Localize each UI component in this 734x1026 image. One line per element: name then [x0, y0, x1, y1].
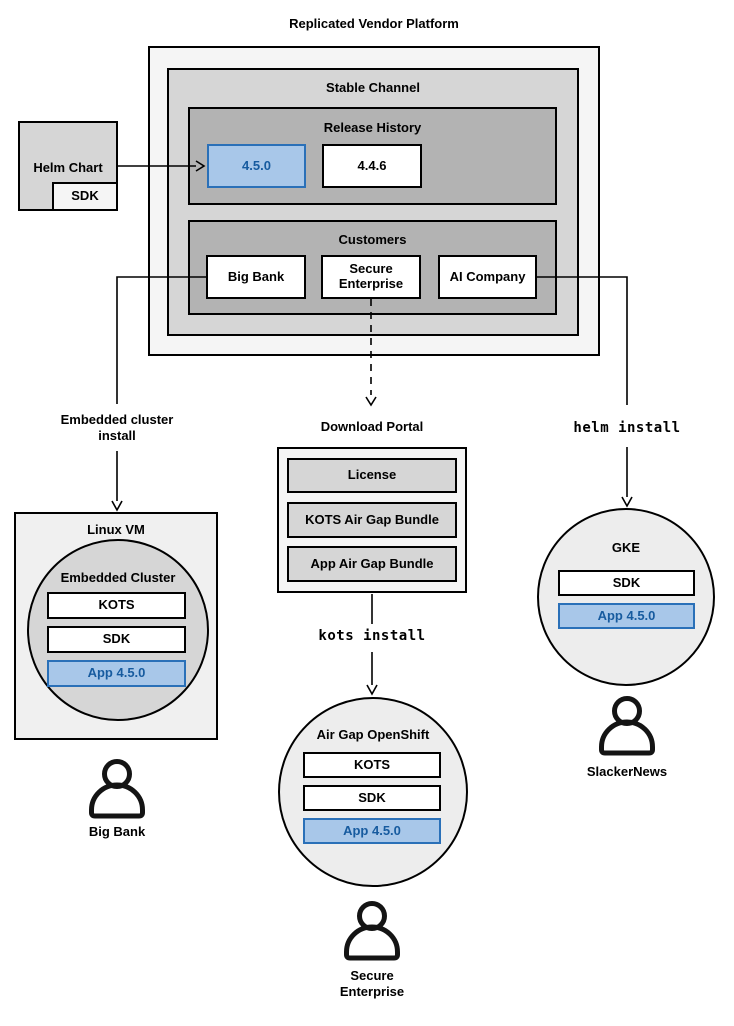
release-version-446-box: 4.4.6	[322, 144, 422, 188]
release-version-450-box: 4.5.0	[207, 144, 306, 188]
customer-big-bank-label: Big Bank	[227, 268, 285, 284]
openshift-sdk-label: SDK	[358, 789, 386, 805]
slackernews-user-label: SlackerNews	[586, 764, 668, 779]
edge-label-helm-install: helm install	[573, 420, 681, 436]
embedded-cluster-label: Embedded Cluster	[60, 570, 176, 585]
gke-circle: GKE	[537, 508, 715, 686]
gke-label: GKE	[611, 540, 641, 555]
helm-chart-sdk-box: SDK	[52, 182, 118, 211]
customer-big-bank-box: Big Bank	[206, 255, 306, 299]
air-gap-openshift-label: Air Gap OpenShift	[316, 727, 430, 742]
release-version-446-label: 4.4.6	[357, 157, 387, 173]
openshift-app-label: App 4.5.0	[343, 822, 401, 838]
edge-label-embedded-cluster-install: Embedded cluster install	[60, 412, 174, 444]
secure-enterprise-user-icon	[344, 901, 400, 961]
customer-secure-enterprise-label: Secure Enterprise	[338, 261, 404, 291]
diagram-title: Replicated Vendor Platform	[289, 16, 459, 31]
stable-channel-label: Stable Channel	[326, 80, 420, 95]
gke-sdk-label: SDK	[612, 574, 641, 590]
big-bank-user-label: Big Bank	[88, 824, 146, 839]
portal-item-license: License	[287, 458, 457, 493]
embedded-cluster-app-label: App 4.5.0	[87, 665, 146, 681]
big-bank-user-icon	[89, 759, 145, 819]
arrowhead-big-bank	[111, 500, 123, 512]
secure-enterprise-user-label: Secure Enterprise	[339, 968, 405, 1000]
customer-secure-enterprise-box: Secure Enterprise	[321, 255, 421, 299]
arrowhead-secure-enterprise	[365, 396, 377, 407]
download-portal-label: Download Portal	[320, 419, 424, 434]
helm-chart-label: Helm Chart	[33, 160, 103, 175]
gke-app-label: App 4.5.0	[597, 607, 656, 623]
portal-item-kots-bundle: KOTS Air Gap Bundle	[287, 502, 457, 538]
portal-item-app-bundle: App Air Gap Bundle	[287, 546, 457, 582]
gke-app-box: App 4.5.0	[558, 603, 695, 629]
arrowhead-ai-company	[621, 496, 633, 508]
release-history-label: Release History	[323, 120, 422, 135]
portal-item-kots-bundle-label: KOTS Air Gap Bundle	[305, 511, 439, 527]
release-version-450-label: 4.5.0	[242, 157, 271, 173]
slackernews-user-icon	[599, 696, 655, 756]
openshift-kots-box: KOTS	[303, 752, 441, 778]
edge-label-kots-install: kots install	[318, 628, 426, 644]
portal-item-app-bundle-label: App Air Gap Bundle	[310, 555, 434, 571]
customers-label: Customers	[338, 232, 407, 247]
helm-chart-sdk-label: SDK	[71, 188, 99, 204]
gke-sdk-box: SDK	[558, 570, 695, 596]
embedded-cluster-sdk-label: SDK	[102, 631, 131, 647]
user-body	[344, 924, 400, 961]
openshift-app-box: App 4.5.0	[303, 818, 441, 844]
portal-item-license-label: License	[347, 467, 397, 483]
embedded-cluster-kots-box: KOTS	[47, 592, 186, 619]
user-body	[599, 719, 655, 756]
user-body	[89, 782, 145, 819]
customer-ai-company-box: AI Company	[438, 255, 537, 299]
arrowhead-kots-install	[366, 684, 378, 696]
embedded-cluster-app-box: App 4.5.0	[47, 660, 186, 687]
embedded-cluster-kots-label: KOTS	[98, 597, 135, 613]
customer-ai-company-label: AI Company	[449, 268, 526, 284]
embedded-cluster-sdk-box: SDK	[47, 626, 186, 653]
linux-vm-label: Linux VM	[87, 522, 145, 537]
openshift-sdk-box: SDK	[303, 785, 441, 811]
openshift-kots-label: KOTS	[353, 756, 391, 772]
